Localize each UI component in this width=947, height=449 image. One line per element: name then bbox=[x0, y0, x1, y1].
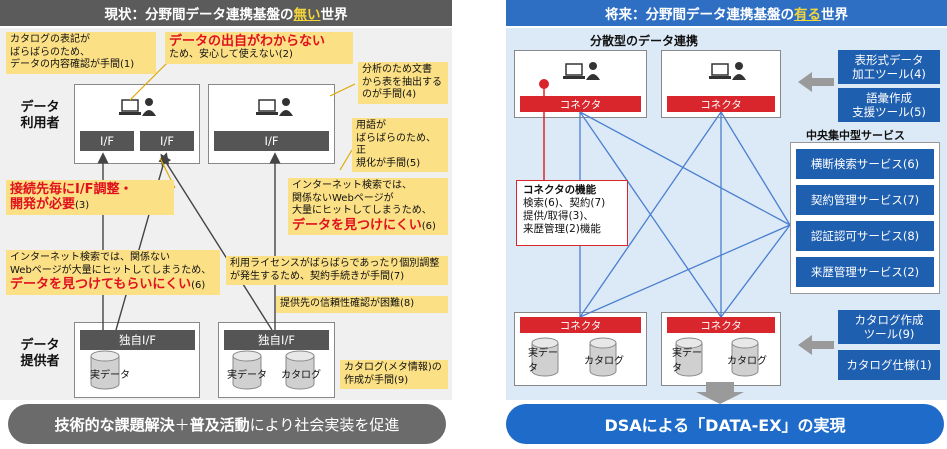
connector-function-pin bbox=[539, 79, 549, 180]
mesh-connection-lines bbox=[579, 111, 791, 318]
data-providers-label: データ提供者 bbox=[20, 338, 60, 369]
catalog-label: カタログ bbox=[584, 355, 624, 367]
connector-bar: コネクタ bbox=[667, 317, 775, 333]
catalog-spec: カタログ仕様(1) bbox=[838, 350, 940, 380]
real-data-label: 実データ bbox=[528, 348, 558, 374]
callout-lines bbox=[129, 59, 356, 189]
note-terminology: 用語がばらばらのため、正規化が手間(5) bbox=[352, 118, 448, 172]
right-header: 将来：分野間データ連携基盤の有る世界 bbox=[506, 0, 947, 26]
computer-user-icon bbox=[256, 98, 293, 116]
note-catalog-notation: カタログの表記がばらばらのため、データの内容確認が手間(1) bbox=[6, 32, 156, 74]
connector-bar: コネクタ bbox=[667, 96, 775, 112]
own-if-bar-2: 独自I/F bbox=[224, 330, 329, 350]
connector-functions-box: コネクタの機能 検索(6)、契約(7) 提供/取得(3)、 来歴管理(2)機能 bbox=[516, 180, 628, 246]
real-data-label: 実データ bbox=[90, 369, 130, 381]
vocabulary-tool: 語彙作成支援ツール(5) bbox=[838, 88, 940, 122]
database-icon bbox=[589, 337, 617, 377]
database-icon bbox=[531, 337, 559, 377]
left-footer: 技術的な課題解決＋普及活動により社会実装を促進 bbox=[8, 404, 446, 444]
computer-user-icon bbox=[119, 98, 156, 116]
note-if-adjustment: 接続先毎にI/F調整・ 開発が必要(3) bbox=[6, 180, 174, 215]
database-icon bbox=[731, 337, 759, 377]
computer-user-icon bbox=[709, 62, 746, 80]
catalog-label: カタログ bbox=[281, 369, 321, 381]
real-data-label: 実データ bbox=[227, 369, 267, 381]
note-catalog-creation: カタログ(メタ情報)の作成が手間(9) bbox=[340, 360, 448, 389]
data-users-label: データ利用者 bbox=[20, 100, 60, 131]
computer-user-icon bbox=[563, 62, 600, 80]
central-services-label: 中央集中型サービス bbox=[806, 129, 905, 142]
cross-search-service: 横断検索サービス(6) bbox=[795, 148, 935, 180]
note-trust: 提供先の信頼性確認が困難(8) bbox=[276, 296, 448, 313]
database-icon bbox=[232, 350, 262, 390]
left-header-highlight: 無い bbox=[293, 7, 321, 23]
right-header-highlight: 有る bbox=[794, 7, 821, 23]
note-hard-to-find: インターネット検索では、関係ないWebページが大量にヒットしてしまうため、 デー… bbox=[288, 178, 448, 235]
note-license: 利用ライセンスがばらばらであったり個別調整が発生するため、契約手続きが手間(7) bbox=[226, 256, 448, 285]
tabular-data-tool: 表形式データ加工ツール(4) bbox=[838, 50, 940, 84]
connector-bar: コネクタ bbox=[520, 317, 641, 333]
provenance-service: 来歴管理サービス(2) bbox=[795, 256, 935, 288]
left-diagram-graphics bbox=[90, 59, 356, 390]
right-footer: DSAによる「DATA-EX」の実現 bbox=[506, 404, 944, 444]
if-bar-3: I/F bbox=[214, 131, 329, 151]
authentication-service: 認証認可サービス(8) bbox=[795, 220, 935, 252]
database-icon bbox=[285, 350, 315, 390]
contract-management-service: 契約管理サービス(7) bbox=[795, 184, 935, 216]
catalog-creation-tool: カタログ作成ツール(9) bbox=[838, 310, 940, 344]
connector-bar: コネクタ bbox=[520, 96, 641, 112]
tool-arrows bbox=[696, 72, 834, 404]
note-data-origin: データの出自がわからないため、安心して使えない(2) bbox=[165, 32, 353, 64]
catalog-label: カタログ bbox=[727, 355, 767, 367]
real-data-label: 実データ bbox=[672, 348, 702, 374]
right-diagram-graphics bbox=[531, 62, 834, 404]
distributed-label: 分散型のデータ連携 bbox=[590, 34, 699, 48]
if-bar-2: I/F bbox=[140, 131, 194, 151]
own-if-bar-1: 独自I/F bbox=[80, 330, 195, 350]
database-icon bbox=[675, 337, 703, 377]
database-icon bbox=[90, 350, 120, 390]
note-table-extraction: 分析のため文書から表を抽出するのが手間(4) bbox=[358, 62, 448, 104]
left-header: 現状：分野間データ連携基盤の無い世界 bbox=[0, 0, 452, 26]
if-bar-1: I/F bbox=[80, 131, 134, 151]
